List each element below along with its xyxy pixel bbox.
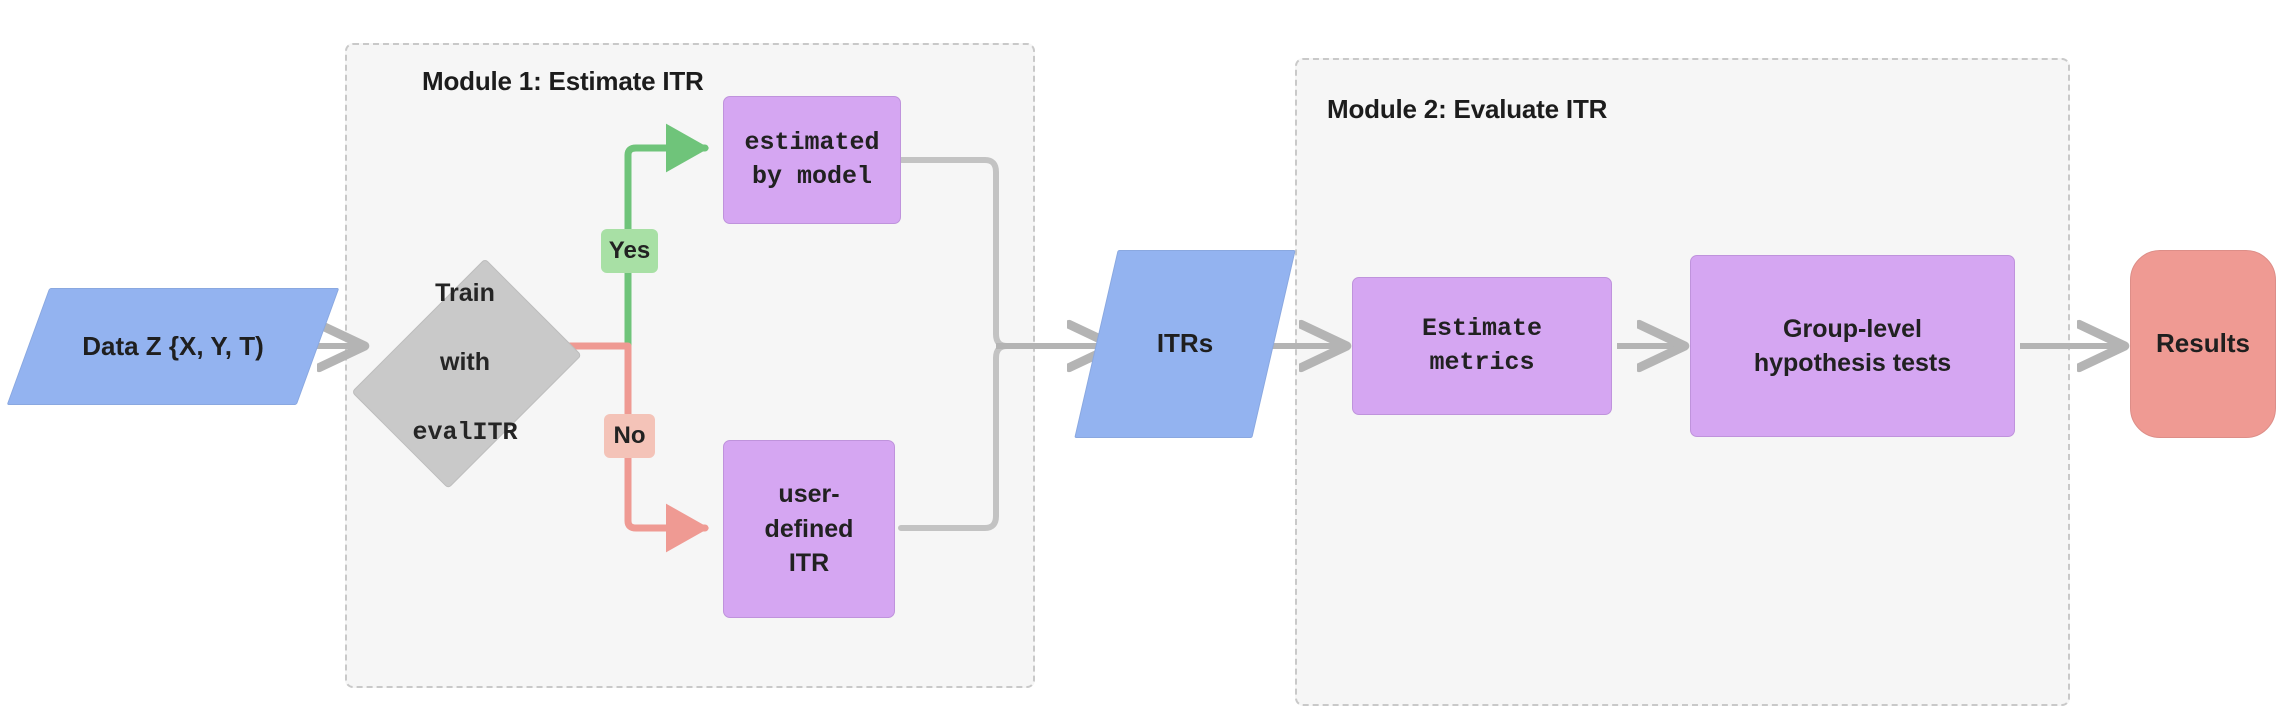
node-estimate-metrics[interactable]: Estimate metrics (1352, 277, 1612, 415)
edge-label-no: No (604, 414, 655, 458)
node-data-input-label: Data Z {X, Y, T) (82, 330, 264, 361)
node-data-input[interactable]: Data Z {X, Y, T) (6, 288, 340, 405)
node-itrs-label: ITRs (1156, 328, 1214, 359)
node-itrs[interactable]: ITRs (1074, 250, 1296, 438)
edge-label-yes-text: Yes (608, 237, 651, 264)
node-group-level-hypothesis-tests[interactable]: Group-level hypothesis tests (1690, 255, 2015, 437)
decision-line-2: with (440, 348, 490, 376)
decision-line-1: Train (435, 279, 495, 307)
node-results[interactable]: Results (2130, 250, 2276, 438)
node-results-label: Results (2156, 328, 2250, 359)
node-decision-label: Train with evalITR (412, 242, 517, 451)
node-user-defined-itr[interactable]: user- defined ITR (723, 440, 895, 618)
node-user-defined-itr-label: user- defined ITR (764, 480, 854, 578)
node-group-level-hypothesis-tests-label: Group-level hypothesis tests (1753, 314, 1952, 378)
node-estimated-by-model-label: estimated by model (744, 127, 880, 192)
edge-label-yes: Yes (601, 229, 658, 273)
decision-line-3: evalITR (412, 418, 518, 447)
node-estimated-by-model[interactable]: estimated by model (723, 96, 901, 224)
module-1-title: Module 1: Estimate ITR (422, 66, 704, 96)
module-2-title: Module 2: Evaluate ITR (1327, 94, 1608, 124)
node-estimate-metrics-label: Estimate metrics (1421, 313, 1543, 378)
node-decision-train-with-evalitr[interactable]: Train with evalITR (350, 214, 582, 489)
edge-label-no-text: No (613, 422, 646, 449)
